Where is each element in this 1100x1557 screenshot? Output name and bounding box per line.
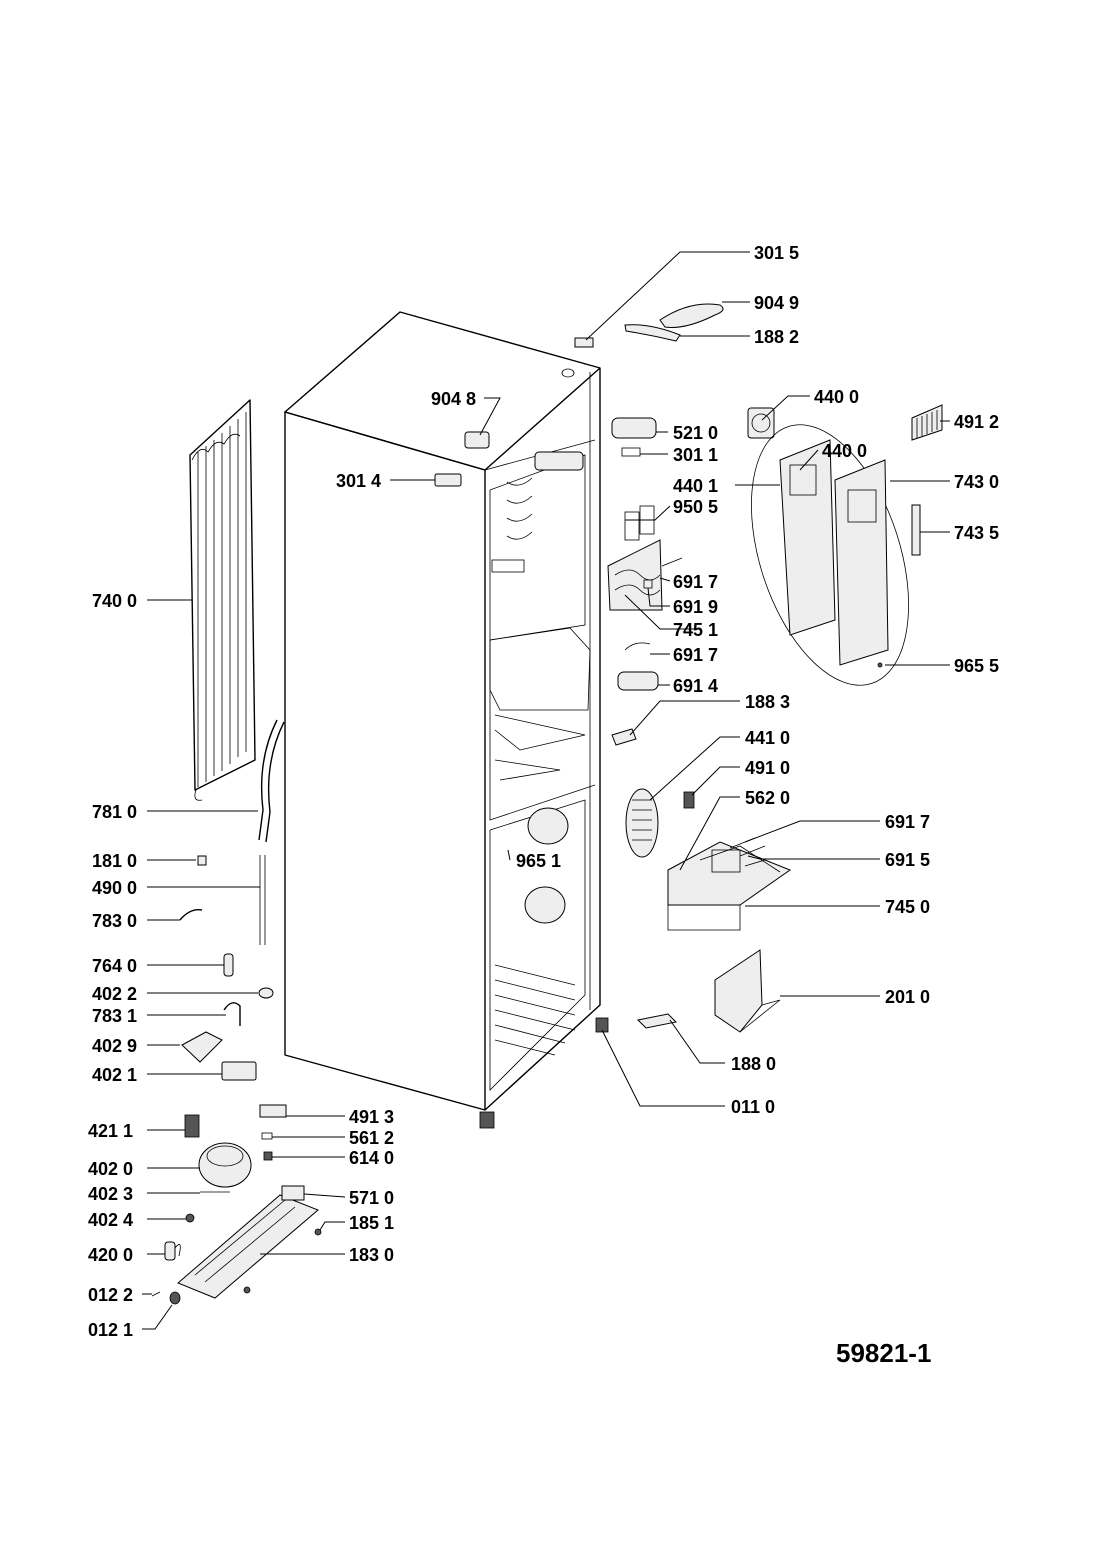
label-4400-b: 440 0 xyxy=(822,441,867,461)
label-0110: 011 0 xyxy=(731,1097,775,1117)
label-6915: 691 5 xyxy=(885,850,930,870)
fan-duct-assembly xyxy=(607,303,943,1033)
label-7451: 745 1 xyxy=(673,620,718,640)
label-6917-a: 691 7 xyxy=(673,572,718,592)
small-parts-left xyxy=(151,855,322,1305)
label-4022: 402 2 xyxy=(92,984,137,1004)
label-3014: 301 4 xyxy=(336,471,381,491)
label-4029: 402 9 xyxy=(92,1036,137,1056)
label-4024: 402 4 xyxy=(88,1210,133,1230)
label-4900: 490 0 xyxy=(92,878,137,898)
label-4400-a: 440 0 xyxy=(814,387,859,407)
label-7400: 740 0 xyxy=(92,591,137,611)
label-6140: 614 0 xyxy=(349,1148,394,1168)
label-9651: 965 1 xyxy=(516,851,561,871)
label-4211: 421 1 xyxy=(88,1121,133,1141)
label-4200: 420 0 xyxy=(88,1245,133,1265)
condenser-coil xyxy=(189,399,256,801)
label-4410: 441 0 xyxy=(745,728,790,748)
label-3015: 301 5 xyxy=(754,243,799,263)
pipe-781 xyxy=(258,719,278,841)
label-7810: 781 0 xyxy=(92,802,137,822)
label-4910: 491 0 xyxy=(745,758,790,778)
label-4021: 402 1 xyxy=(92,1065,137,1085)
part-labels: 301 5 904 9 188 2 904 8 440 0 491 2 521 … xyxy=(88,243,999,1340)
label-9048: 904 8 xyxy=(431,389,476,409)
label-9049: 904 9 xyxy=(754,293,799,313)
label-9655: 965 5 xyxy=(954,656,999,676)
label-5612: 561 2 xyxy=(349,1128,394,1148)
label-4401: 440 1 xyxy=(673,476,718,496)
label-9505: 950 5 xyxy=(673,497,718,517)
label-7640: 764 0 xyxy=(92,956,137,976)
label-7450: 745 0 xyxy=(885,897,930,917)
label-5620: 562 0 xyxy=(745,788,790,808)
label-5210: 521 0 xyxy=(673,423,718,443)
label-3011: 301 1 xyxy=(673,445,718,465)
label-0121: 012 1 xyxy=(88,1320,133,1340)
label-7435: 743 5 xyxy=(954,523,999,543)
label-7430: 743 0 xyxy=(954,472,999,492)
refrigerator-cabinet xyxy=(284,311,609,1129)
label-4020: 402 0 xyxy=(88,1159,133,1179)
label-1882: 188 2 xyxy=(754,327,799,347)
label-7831: 783 1 xyxy=(92,1006,137,1026)
label-0122: 012 2 xyxy=(88,1285,133,1305)
label-1883: 188 3 xyxy=(745,692,790,712)
label-1810: 181 0 xyxy=(92,851,137,871)
label-1830: 183 0 xyxy=(349,1245,394,1265)
label-6914: 691 4 xyxy=(673,676,718,696)
label-6917-c: 691 7 xyxy=(885,812,930,832)
label-4912: 491 2 xyxy=(954,412,999,432)
leader-lines xyxy=(142,251,950,1330)
drawing-number: 59821-1 xyxy=(836,1338,931,1368)
label-7830: 783 0 xyxy=(92,911,137,931)
label-1851: 185 1 xyxy=(349,1213,394,1233)
label-5710: 571 0 xyxy=(349,1188,394,1208)
label-6919: 691 9 xyxy=(673,597,718,617)
label-2010: 201 0 xyxy=(885,987,930,1007)
label-1880: 188 0 xyxy=(731,1054,776,1074)
label-6917-b: 691 7 xyxy=(673,645,718,665)
label-4023: 402 3 xyxy=(88,1184,133,1204)
label-4913: 491 3 xyxy=(349,1107,394,1127)
